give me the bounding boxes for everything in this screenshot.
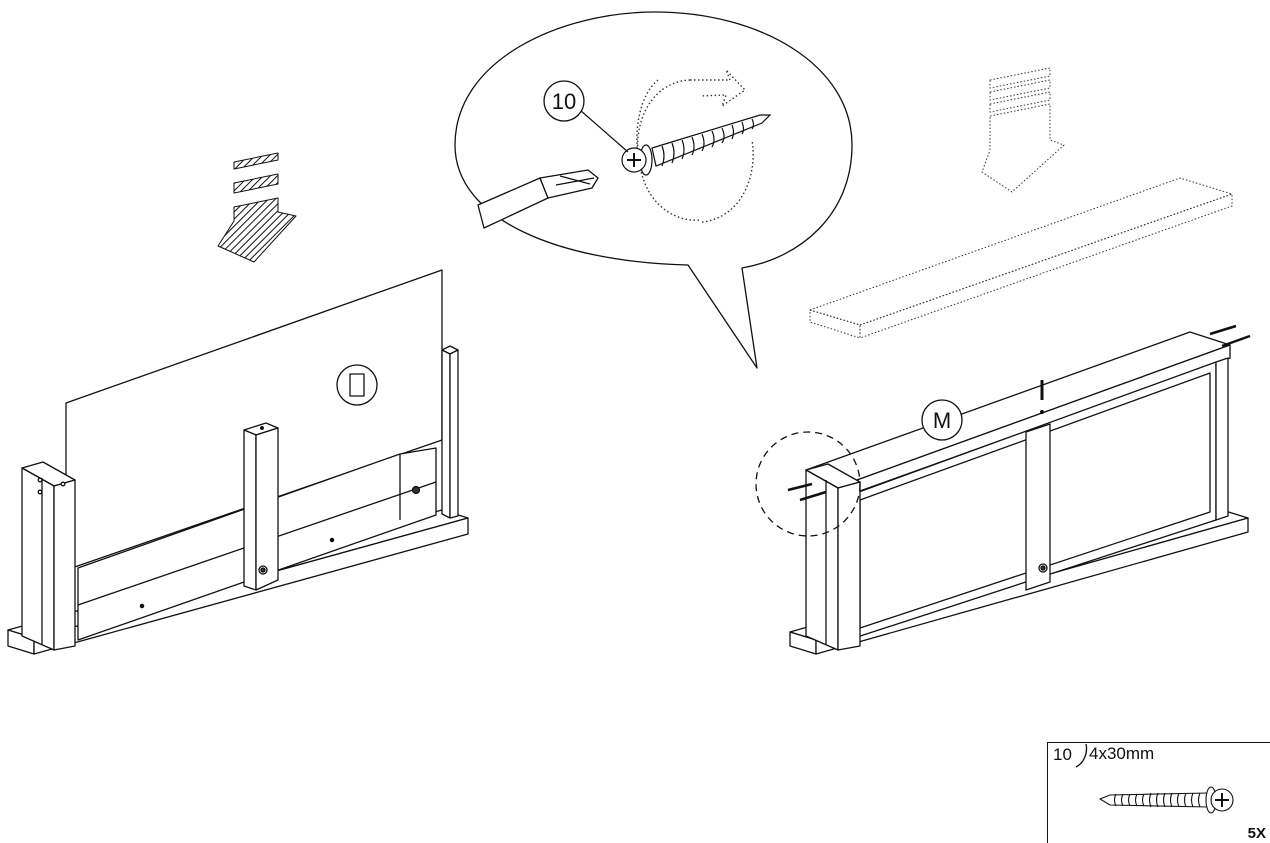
parts-list: 10 4x30mm 5X	[1047, 742, 1270, 843]
parts-list-number: 10	[1053, 745, 1072, 764]
down-arrow-icon	[981, 67, 1065, 193]
screw-icon	[621, 114, 772, 176]
screw-icon	[787, 324, 1251, 502]
part-number-badge	[543, 80, 585, 122]
parts-list-size: 4x30mm	[1089, 744, 1155, 763]
parts-list-divider	[1075, 743, 1088, 768]
zoom-callout-icon: 10	[454, 11, 853, 369]
down-arrow-icon	[217, 152, 297, 263]
rotation-arrow-icon	[636, 69, 754, 223]
parts-list-quantity: 5X	[1247, 825, 1266, 842]
panel-right-label: M	[933, 408, 951, 433]
panel-label-badge	[336, 364, 378, 406]
screw-icon	[1098, 786, 1234, 814]
left-assembly	[7, 152, 469, 655]
panel-label-badge	[921, 399, 963, 441]
right-assembly: M	[755, 67, 1251, 655]
screwdriver-icon	[477, 169, 599, 229]
zoom-circle	[755, 431, 861, 537]
callout-part-number: 10	[552, 89, 576, 114]
